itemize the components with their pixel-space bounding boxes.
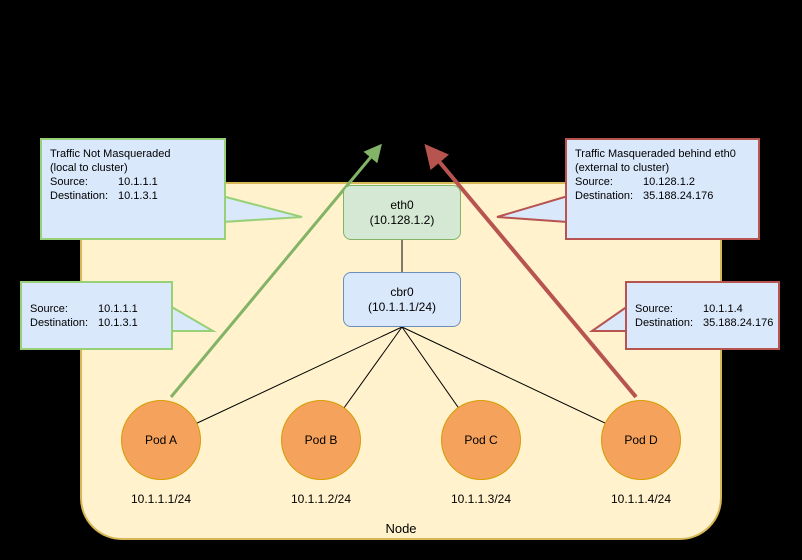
callout-top-left-pointer [221,194,303,224]
pod-d-subnet-label: 10.1.1.4/24 [610,492,672,506]
source-value: 10.1.1.4 [703,302,743,315]
pod-a-label: Pod A [144,433,178,447]
source-value: 10.1.1.1 [98,302,138,315]
source-value: 10.128.1.2 [643,176,695,188]
pod-d-label: Pod D [624,433,658,447]
cbr0-name: cbr0 [390,284,414,299]
pod-d-circle: Pod D [601,400,681,480]
source-label: Source: [635,302,673,315]
destination-value: 10.1.3.1 [118,190,158,202]
destination-label: Destination: [575,190,634,202]
node-boundary [80,182,722,540]
pod-c-circle: Pod C [441,400,521,480]
callout-traffic-masqueraded: Traffic Masqueraded behind eth0 (externa… [565,138,760,240]
callout-title: Traffic Masqueraded behind eth0 [575,148,736,160]
eth0-node: eth0 (10.128.1.2) [343,185,461,240]
callout-mid-left-pointer [169,304,217,332]
cbr0-pod-d-connector [401,326,642,441]
eth0-name: eth0 [390,197,414,212]
eth0-ip: (10.128.1.2) [369,212,435,227]
callout-subtitle: (external to cluster) [575,162,670,174]
destination-value: 35.188.24.176 [703,316,774,329]
cbr0-pod-a-connector [160,326,403,441]
destination-label: Destination: [30,316,89,329]
destination-value: 35.188.24.176 [643,190,714,202]
callout-top-right-pointer [496,194,569,224]
red-traffic-arrow [424,143,638,399]
pod-c-subnet-label: 10.1.1.3/24 [450,492,512,506]
callout-subtitle: (local to cluster) [50,162,128,174]
cbr0-ip: (10.1.1.1/24) [367,299,437,314]
source-label: Source: [50,176,88,188]
source-label: Source: [575,176,613,188]
callout-title: Traffic Not Masqueraded [50,148,171,160]
node-label: Node [385,521,417,536]
destination-value: 10.1.3.1 [98,316,138,329]
pod-a-circle: Pod A [121,400,201,480]
pod-b-label: Pod B [304,433,338,447]
source-value: 10.1.1.1 [118,176,158,188]
callout-mid-right-pointer [588,304,629,332]
pod-a-subnet-label: 10.1.1.1/24 [130,492,192,506]
cbr0-node: cbr0 (10.1.1.1/24) [343,272,461,327]
pod-c-label: Pod C [464,433,498,447]
destination-label: Destination: [635,316,694,329]
callout-local-source-dest: Source: 10.1.1.1 Destination: 10.1.3.1 [20,281,173,350]
callout-external-source-dest: Source: 10.1.1.4 Destination: 35.188.24.… [625,281,780,350]
callout-traffic-not-masqueraded: Traffic Not Masqueraded (local to cluste… [40,138,226,240]
destination-label: Destination: [50,190,109,202]
pod-b-subnet-label: 10.1.1.2/24 [290,492,352,506]
pod-b-circle: Pod B [281,400,361,480]
source-label: Source: [30,302,68,315]
